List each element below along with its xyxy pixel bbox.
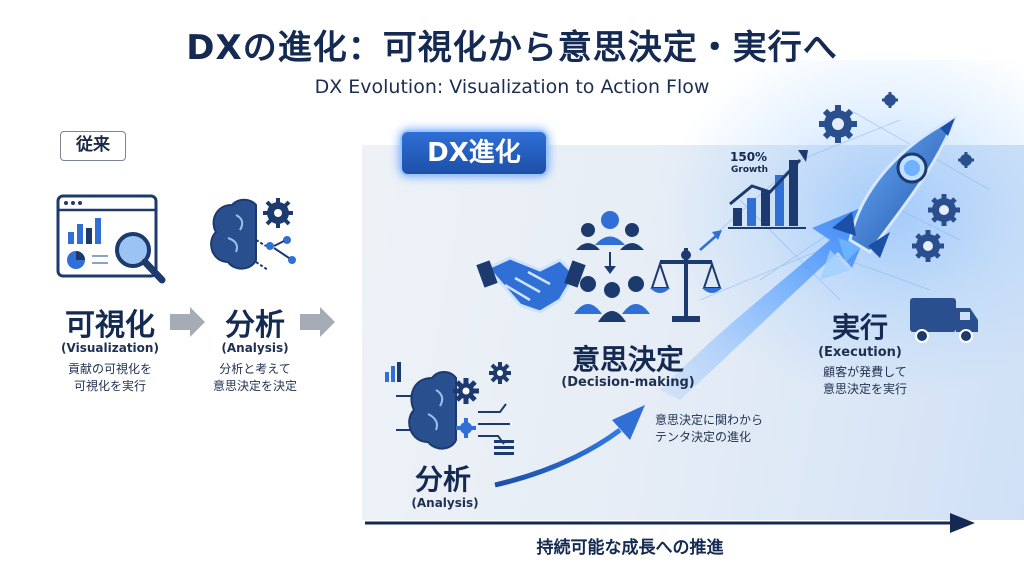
legacy-analysis-desc-line1: 分析と考えて — [219, 362, 291, 376]
rocket-icon — [820, 114, 958, 280]
growth-arrow — [660, 200, 880, 400]
dx-execution-en: (Execution) — [818, 345, 902, 360]
timeline-arrow — [365, 513, 975, 533]
brain-gear-icon — [210, 198, 296, 271]
legacy-analysis-en: (Analysis) — [221, 341, 289, 355]
growth-label: Growth — [731, 165, 769, 175]
page-title: DXの進化：可視化から意思決定・実行へ — [186, 28, 838, 68]
dashboard-magnifier-icon — [56, 194, 166, 284]
gear-icon — [819, 92, 974, 262]
growth-percent: 150% — [730, 150, 768, 164]
truck-icon — [910, 298, 978, 343]
legacy-arrow-2 — [300, 307, 335, 337]
dx-decision-title: 意思決定 — [571, 343, 684, 376]
team-icon — [574, 211, 650, 322]
dx-execution-desc-line2: 意思決定を実行 — [822, 382, 907, 396]
analysis-to-decision-arrowhead — [612, 405, 645, 440]
dx-execution-desc-line1: 顧客が発費して — [823, 365, 907, 379]
scales-icon — [650, 230, 722, 322]
growth-chart-icon — [728, 150, 808, 229]
legacy-visualization-desc-line2: 可視化を実行 — [73, 379, 146, 393]
dx-decision-note: 意思決定に関わから テンタ決定の進化 — [655, 412, 815, 446]
dx-decision-note-line2: テンタ決定の進化 — [655, 430, 752, 444]
analysis-to-decision-arrow — [494, 427, 622, 488]
legacy-visualization-en: (Visualization) — [61, 341, 159, 355]
handshake-icon — [476, 256, 586, 314]
legacy-analysis-title: 分析 — [225, 308, 285, 343]
legacy-visualization-desc: 貢献の可視化を 可視化を実行 — [45, 361, 175, 395]
timeline-label: 持続可能な成長への推進 — [536, 538, 724, 558]
dx-analysis-en: (Analysis) — [411, 496, 479, 510]
dx-decision-en: (Decision-making) — [561, 375, 695, 390]
legacy-arrow-1 — [170, 307, 205, 337]
legacy-visualization-title: 可視化 — [65, 308, 155, 343]
legacy-analysis-desc: 分析と考えて 意思決定を決定 — [190, 361, 320, 395]
dx-badge: DX進化 — [400, 130, 548, 176]
dx-execution-title: 実行 — [831, 311, 888, 344]
dx-decision-note-line1: 意思決定に関わから — [655, 413, 764, 427]
dx-execution-desc: 顧客が発費して 意思決定を実行 — [800, 364, 930, 398]
dx-analysis-title: 分析 — [414, 463, 471, 496]
legacy-visualization-desc-line1: 貢献の可視化を — [67, 362, 152, 376]
brain-gears-icon — [385, 362, 514, 455]
legacy-tag: 従来 — [60, 131, 126, 161]
legacy-analysis-desc-line2: 意思決定を決定 — [212, 379, 297, 393]
page-subtitle: DX Evolution: Visualization to Action Fl… — [314, 76, 710, 98]
